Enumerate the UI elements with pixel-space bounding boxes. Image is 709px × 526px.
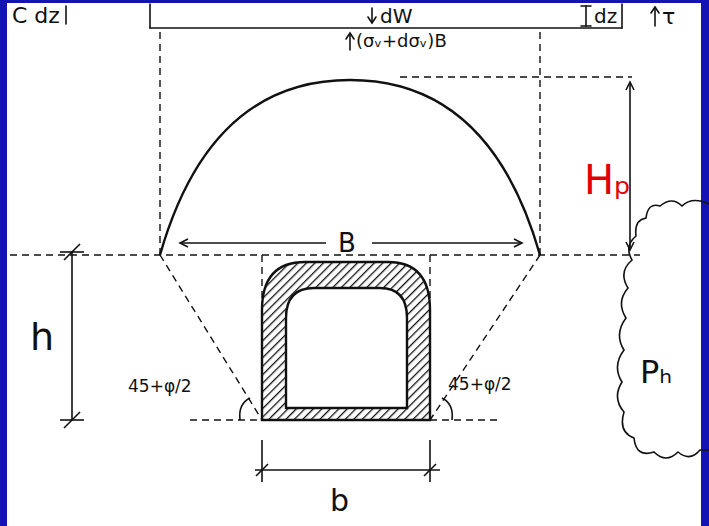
height-label: dz <box>594 6 617 26</box>
stress-label: (σᵥ+dσᵥ)B <box>356 32 447 50</box>
angle-label: 45+φ/2 <box>128 378 192 395</box>
pressure-cloud: Pₕ <box>612 196 709 464</box>
cloud-label: Pₕ <box>640 356 672 388</box>
height-dimension: h <box>30 318 54 356</box>
angle-label: 45+φ/2 <box>448 376 512 393</box>
shear-label: τ <box>662 6 675 28</box>
force-label: C dz <box>12 5 60 27</box>
arch-height-label: Hₚ <box>584 160 631 200</box>
cloud-outline <box>612 196 709 464</box>
width-dimension: b <box>330 486 349 516</box>
weight-label: dW <box>380 6 412 26</box>
width-label: B <box>338 230 356 256</box>
